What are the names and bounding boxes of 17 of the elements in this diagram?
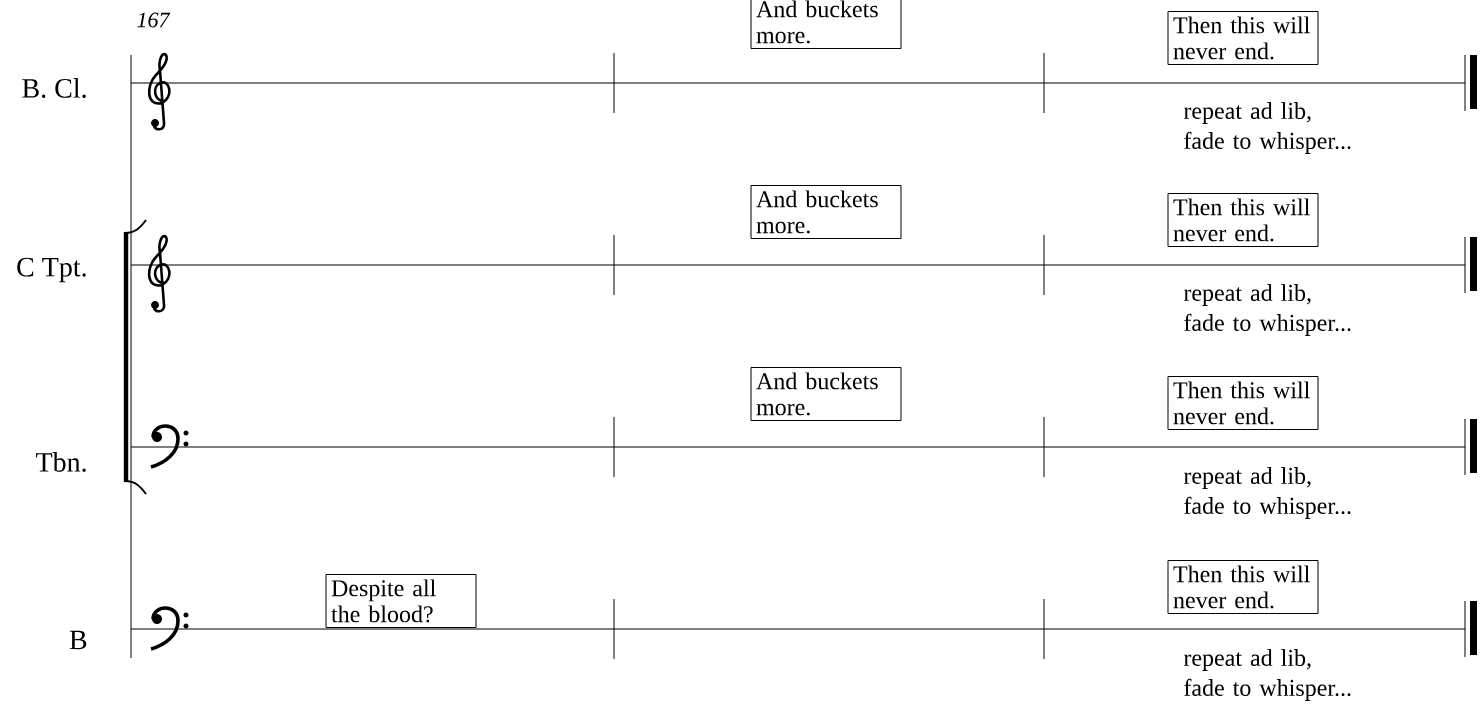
performance-note: repeat ad lib, fade to whisper... [1183,467,1351,519]
text-box: Then this will never end. [1167,11,1319,65]
performance-note: repeat ad lib, fade to whisper... [1183,649,1351,701]
performance-note: repeat ad lib, fade to whisper... [1183,284,1351,336]
measure-number: 167 [137,12,171,28]
performance-note: repeat ad lib, fade to whisper... [1183,102,1351,154]
text-box: Then this will never end. [1167,560,1319,614]
instrument-name: B [69,630,87,650]
instrument-name: B. Cl. [22,78,86,98]
text-box: Despite all the blood? [325,574,477,628]
text-box: And buckets more. [750,185,902,239]
text-box: Then this will never end. [1167,376,1319,430]
text-box: And buckets more. [750,367,902,421]
instrument-name: C Tpt. [17,257,86,283]
text-box: Then this will never end. [1167,193,1319,247]
text-box: And buckets more. [750,0,902,49]
instrument-name: Tbn. [36,452,86,472]
